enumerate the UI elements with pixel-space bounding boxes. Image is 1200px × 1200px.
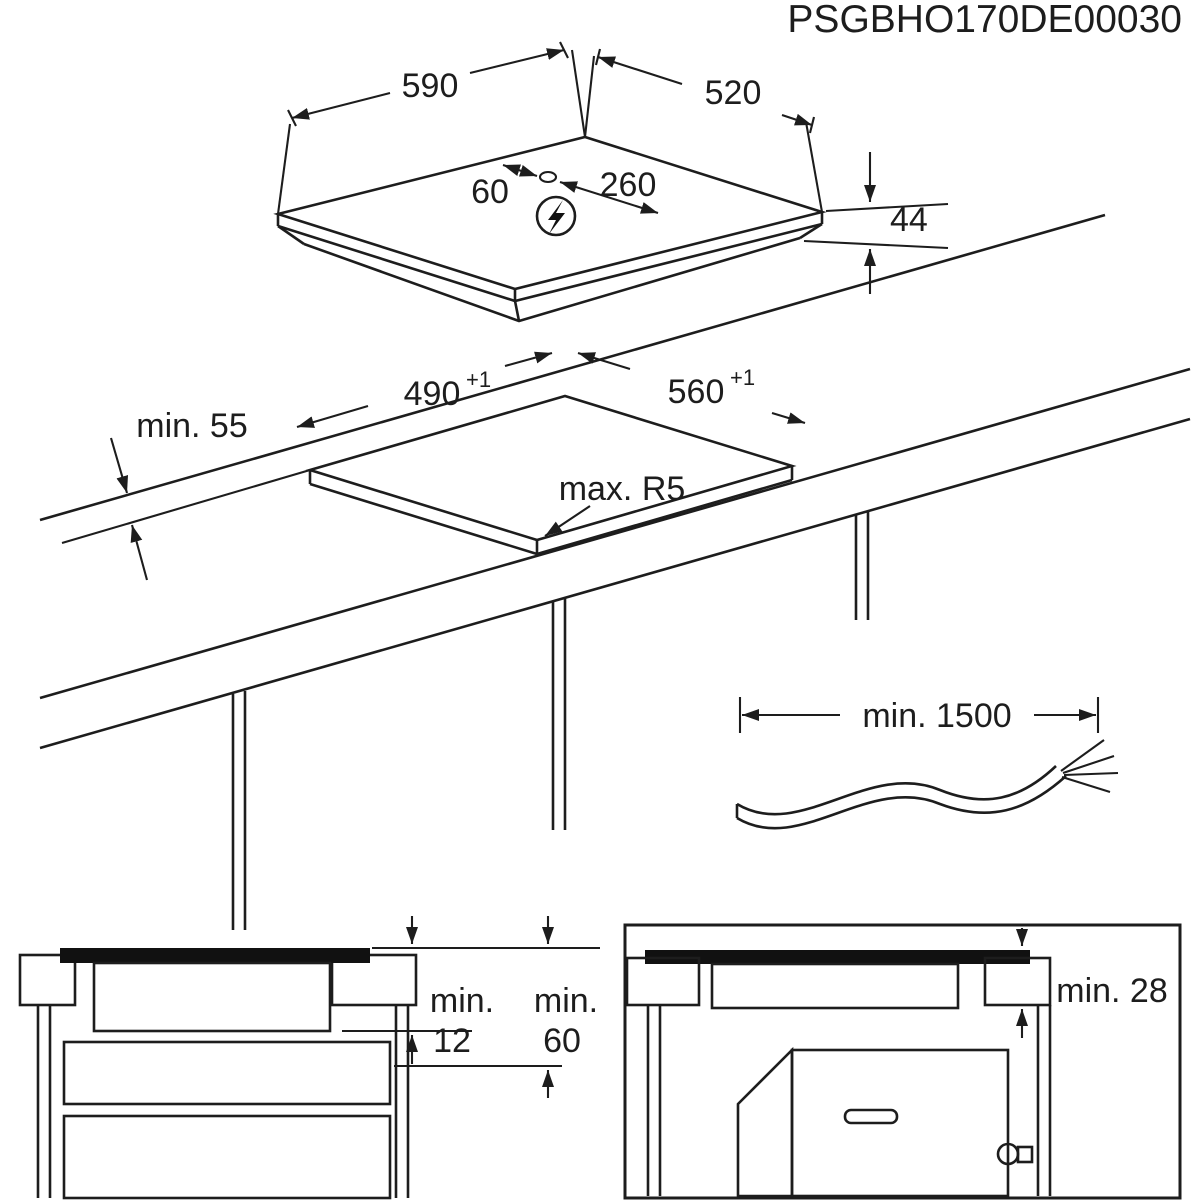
power-connection-symbol <box>535 195 577 237</box>
worktop-legs <box>231 511 870 930</box>
cable-position-dimensions: 60 260 <box>471 164 659 215</box>
hob-width-dimension: 590 <box>276 41 587 215</box>
hob-body-section-oven <box>710 962 960 1010</box>
cable-entry-hole <box>538 170 558 184</box>
hob-height-label: 44 <box>890 201 928 239</box>
worktop-right-block-oven <box>983 956 1052 1007</box>
cutout-width-label: 560 <box>668 373 725 411</box>
drawer-clearance-value-1: 12 <box>433 1022 471 1060</box>
oven-installation-section: min. 28 <box>623 923 1182 1200</box>
worktop-left-block-oven <box>625 956 701 1007</box>
power-cable-drawing <box>735 739 1119 830</box>
hob-height-dimension: 44 <box>803 152 949 294</box>
cutout-width-dimension: 560 +1 <box>577 351 806 425</box>
drawer-lower <box>62 1114 392 1200</box>
cable-length-dimension: min. 1500 <box>738 697 1100 735</box>
edge-clearance-dimension: min. 55 <box>61 407 311 581</box>
oven-clearance-label: min. 28 <box>1056 972 1168 1010</box>
cable-offset-dimension-label: 60 <box>471 173 509 211</box>
hob-isometric-view <box>273 135 827 323</box>
hob-glass-section <box>60 948 370 963</box>
hob-depth-label: 520 <box>705 74 762 112</box>
hob-depth-dimension: 520 <box>583 48 824 213</box>
cable-length-label: min. 1500 <box>862 697 1011 735</box>
worktop-left-block <box>18 953 77 1007</box>
cutout-depth-label: 490 <box>404 375 461 413</box>
oven-handle <box>843 1108 899 1125</box>
cutout-depth-dimension: 490 +1 <box>296 351 553 429</box>
cable-center-dimension-label: 260 <box>600 166 657 204</box>
cutout-width-tolerance: +1 <box>730 365 755 390</box>
hob-glass-section-oven <box>645 950 1030 964</box>
drawer-upper <box>62 1040 392 1106</box>
cutout-depth-tolerance: +1 <box>466 367 491 392</box>
oven-knob-base <box>1016 1145 1034 1164</box>
model-code-label: PSGBHO170DE00030 <box>787 0 1182 41</box>
drawer-installation-section: min. 12 min. 60 <box>18 916 600 1200</box>
worktop-right-block <box>330 953 418 1007</box>
drawer-clearance-min-word-1: min. <box>430 982 494 1020</box>
edge-clearance-label: min. 55 <box>136 407 248 445</box>
section-frame <box>623 923 1182 1200</box>
drawer-clearance-min-word-2: min. <box>534 982 598 1020</box>
hob-width-label: 590 <box>402 67 459 105</box>
corner-radius-dimension: max. R5 <box>544 470 686 537</box>
hob-body-section <box>92 961 332 1033</box>
lightning-bolt-icon <box>548 200 565 234</box>
worktop-cutout <box>305 394 797 556</box>
drawer-clearance-value-2: 60 <box>543 1022 581 1060</box>
corner-radius-label: max. R5 <box>559 470 686 508</box>
built-in-oven <box>736 1046 1034 1198</box>
worktop-outline <box>39 213 1191 750</box>
